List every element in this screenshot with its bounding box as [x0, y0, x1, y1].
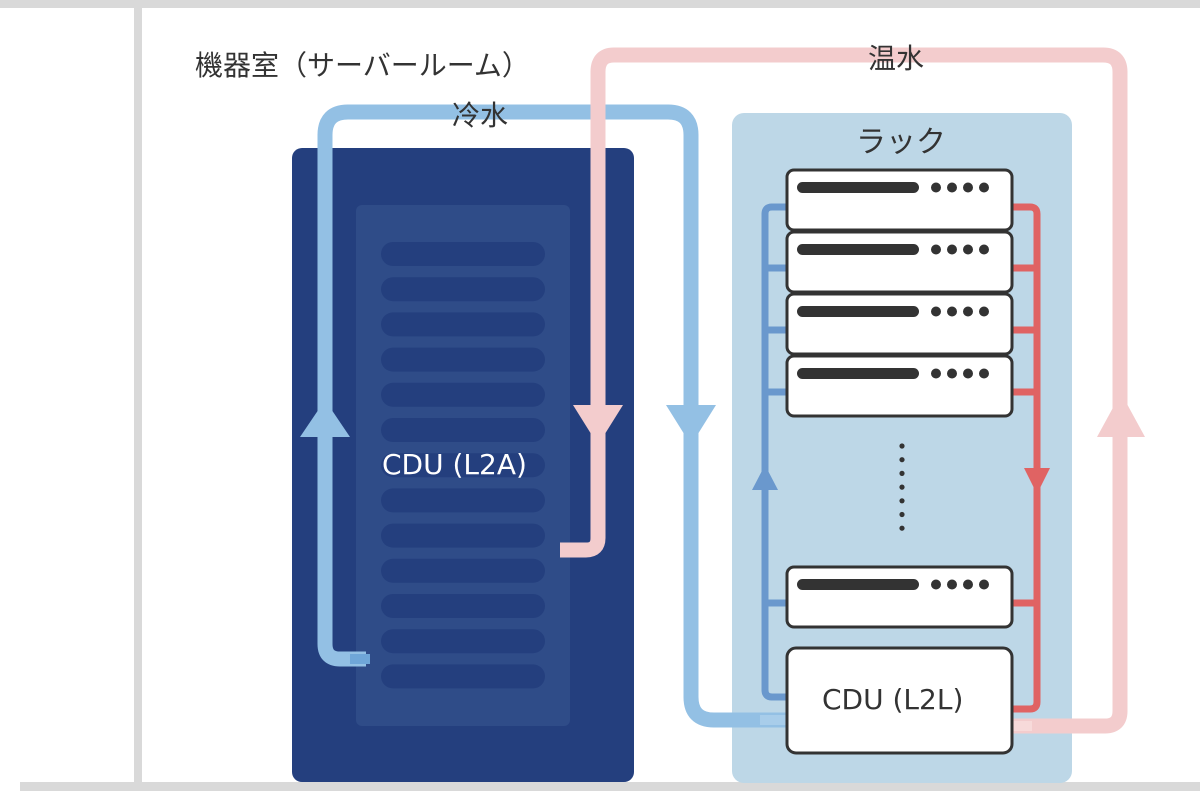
server-led-icon [979, 368, 989, 379]
server-led-icon [931, 182, 941, 193]
server-box [785, 292, 1014, 356]
vent-slot [381, 312, 545, 337]
rack-hot-manifold [1012, 203, 1050, 713]
rack-label: ラック [856, 125, 946, 160]
server-led-icon [963, 244, 973, 255]
vent-slot [381, 664, 545, 689]
cold-pipe-connector-l2l [760, 715, 790, 725]
ellipsis-dot [899, 525, 905, 531]
top-wall [0, 0, 1200, 8]
vent-slot [381, 382, 545, 407]
server-unit [785, 230, 1014, 294]
more-servers-ellipsis-icon [899, 443, 905, 531]
cdu-l2a-label: CDU (L2A) [382, 448, 527, 481]
ellipsis-dot [899, 443, 905, 449]
server-unit [785, 168, 1014, 232]
server-drive-bar [797, 244, 919, 255]
vent-slot [381, 488, 545, 513]
server-unit [785, 565, 1014, 629]
cdu-l2l-box [785, 646, 1014, 755]
server-led-icon [931, 579, 941, 590]
vent-slot [381, 347, 545, 372]
server-led-icon [979, 306, 989, 317]
cold-down-arrow-icon [666, 405, 716, 445]
ellipsis-dot [899, 457, 905, 463]
floor [20, 782, 1200, 791]
server-led-icon [979, 579, 989, 590]
server-led-icon [979, 244, 989, 255]
server-drive-bar [797, 182, 919, 193]
hot-pipe-connector-l2a [560, 545, 582, 555]
rack-cold-up-arrow-icon [752, 465, 778, 490]
cold-pipe-connector-l2a [350, 654, 370, 664]
server-stack [785, 168, 1014, 629]
left-wall [134, 8, 142, 783]
ellipsis-dot [899, 484, 905, 490]
server-led-icon [947, 306, 957, 317]
vent-slot [381, 418, 545, 442]
cold-up-arrow-icon [300, 400, 350, 437]
server-box [785, 230, 1014, 294]
hot-up-arrow-icon [1097, 393, 1145, 437]
server-led-icon [979, 182, 989, 193]
server-led-icon [931, 244, 941, 255]
server-led-icon [931, 306, 941, 317]
server-led-icon [963, 579, 973, 590]
server-box [785, 354, 1014, 418]
server-led-icon [963, 306, 973, 317]
vent-slot [381, 558, 545, 583]
ellipsis-dot [899, 511, 905, 518]
cdu-l2l-label: CDU (L2L) [822, 683, 963, 716]
ellipsis-dot [899, 498, 905, 504]
vent-slot [381, 523, 545, 548]
server-drive-bar [797, 579, 919, 590]
server-led-icon [931, 368, 941, 379]
hot-water-label: 温水 [868, 42, 924, 75]
ellipsis-dot [899, 470, 905, 476]
vent-slot [381, 277, 545, 302]
rack-hot-down-arrow-icon [1024, 468, 1050, 494]
server-drive-bar [797, 306, 919, 317]
vent-slot [381, 629, 545, 654]
room-label: 機器室（サーバールーム） [195, 49, 530, 82]
server-led-icon [963, 182, 973, 193]
server-led-icon [947, 579, 957, 590]
server-box [785, 565, 1014, 629]
server-unit [785, 292, 1014, 356]
server-led-icon [947, 244, 957, 255]
server-unit [785, 354, 1014, 418]
cdu-l2l [785, 646, 1014, 755]
server-box [785, 168, 1014, 232]
cdu-l2a-vents [381, 242, 545, 689]
vent-slot [381, 594, 545, 618]
hot-down-arrow-icon [573, 405, 623, 445]
server-led-icon [947, 368, 957, 379]
cold-water-pipe [317, 104, 790, 728]
server-drive-bar [797, 368, 919, 379]
server-led-icon [963, 368, 973, 379]
cdu-l2a [292, 148, 634, 782]
cold-water-label: 冷水 [452, 99, 508, 132]
hot-pipe-connector-l2l [1012, 721, 1032, 731]
hot-water-pipe [560, 47, 1128, 734]
server-led-icon [947, 182, 957, 193]
vent-slot [381, 242, 545, 266]
vent-slot [381, 453, 545, 478]
